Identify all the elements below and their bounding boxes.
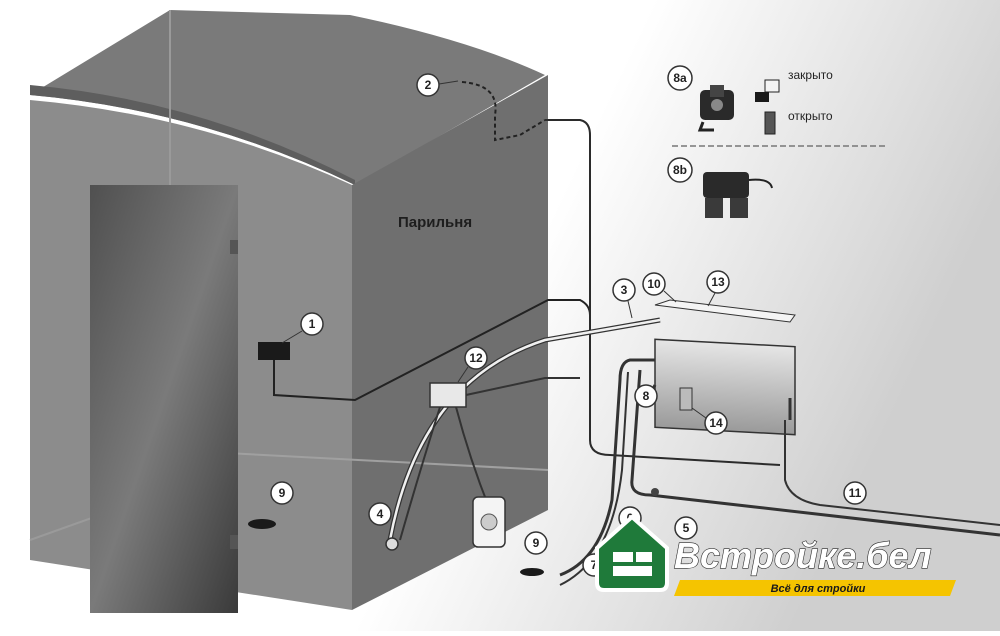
- svg-text:2: 2: [425, 78, 432, 92]
- callout-8: 8: [634, 384, 658, 408]
- svg-text:7: 7: [591, 558, 598, 572]
- water-line-11: [784, 420, 1000, 526]
- control-panel: [258, 342, 290, 360]
- callout-2: 2: [416, 73, 459, 97]
- svg-text:8a: 8a: [673, 71, 687, 85]
- logo-brick-1: [613, 552, 633, 562]
- svg-text:11: 11: [849, 486, 862, 500]
- room-roof-front: [30, 85, 355, 185]
- steam-nozzle: [385, 537, 399, 551]
- solenoid-valve-8b: [703, 172, 773, 218]
- callout-8a: 8a: [667, 65, 693, 91]
- brand-name: Встройке.бел: [674, 535, 931, 576]
- svg-text:12: 12: [469, 351, 483, 365]
- callout-14: 14: [691, 407, 728, 435]
- callout-3: 3: [612, 278, 636, 319]
- svg-text:10: 10: [647, 277, 661, 291]
- water-line-7: [559, 371, 629, 586]
- logo-brick-2: [636, 552, 652, 562]
- aroma-pump: [429, 382, 467, 408]
- valve-6: [651, 488, 659, 496]
- callout-13: 13: [706, 270, 730, 307]
- door: [90, 185, 238, 613]
- callout-1: 1: [281, 312, 324, 344]
- svg-text:8: 8: [643, 389, 650, 403]
- callout-11: 11: [843, 481, 867, 505]
- brand-tagline-bar: [674, 580, 956, 596]
- svg-text:3: 3: [621, 283, 628, 297]
- callout-5: 5: [674, 516, 698, 540]
- brand-logo[interactable]: Встройке.бел Всё для стройки: [595, 514, 956, 596]
- callout-12: 12: [457, 346, 488, 383]
- aroma-pump-hose-c: [465, 377, 580, 396]
- water-line-8: [559, 358, 655, 577]
- logo-brick-3: [613, 566, 652, 576]
- svg-text:9: 9: [279, 486, 286, 500]
- sensor-wire: [461, 81, 546, 142]
- svg-text:1: 1: [309, 317, 316, 331]
- closed-indicator-icon: [755, 79, 780, 102]
- door-hinge-top: [230, 240, 238, 254]
- brand-tagline: Всё для стройки: [771, 583, 866, 595]
- svg-text:9: 9: [533, 536, 540, 550]
- open-label: открыто: [788, 109, 833, 123]
- svg-text:14: 14: [709, 416, 723, 430]
- room-roof: [30, 10, 545, 185]
- svg-text:5: 5: [683, 521, 690, 535]
- svg-text:8b: 8b: [673, 163, 687, 177]
- floor-drain-outside: [520, 568, 544, 576]
- door-hinge-bottom: [230, 535, 238, 549]
- svg-text:13: 13: [711, 275, 725, 289]
- steam-generator: [654, 338, 796, 436]
- callout-8b: 8b: [667, 157, 693, 183]
- callout-4: 4: [368, 502, 392, 526]
- sensor-cable: [545, 119, 781, 466]
- steam-generator-top: [654, 299, 796, 323]
- callout-9-inside: 9: [270, 481, 294, 505]
- aroma-bottle-flower: [480, 513, 498, 531]
- solenoid-valve-8a: [697, 85, 734, 132]
- callout-10: 10: [642, 272, 677, 303]
- callout-9-outside: 9: [524, 531, 548, 555]
- open-indicator-icon: [764, 111, 776, 135]
- generator-bracket: [679, 387, 693, 411]
- water-line-5: [630, 369, 1000, 537]
- floor-drain-inside: [248, 519, 276, 529]
- aroma-pump-hose-a: [399, 406, 441, 541]
- room-label: Парильня: [398, 214, 472, 231]
- room-right-wall: [352, 75, 548, 610]
- svg-text:4: 4: [377, 507, 384, 521]
- closed-label: закрыто: [788, 68, 833, 82]
